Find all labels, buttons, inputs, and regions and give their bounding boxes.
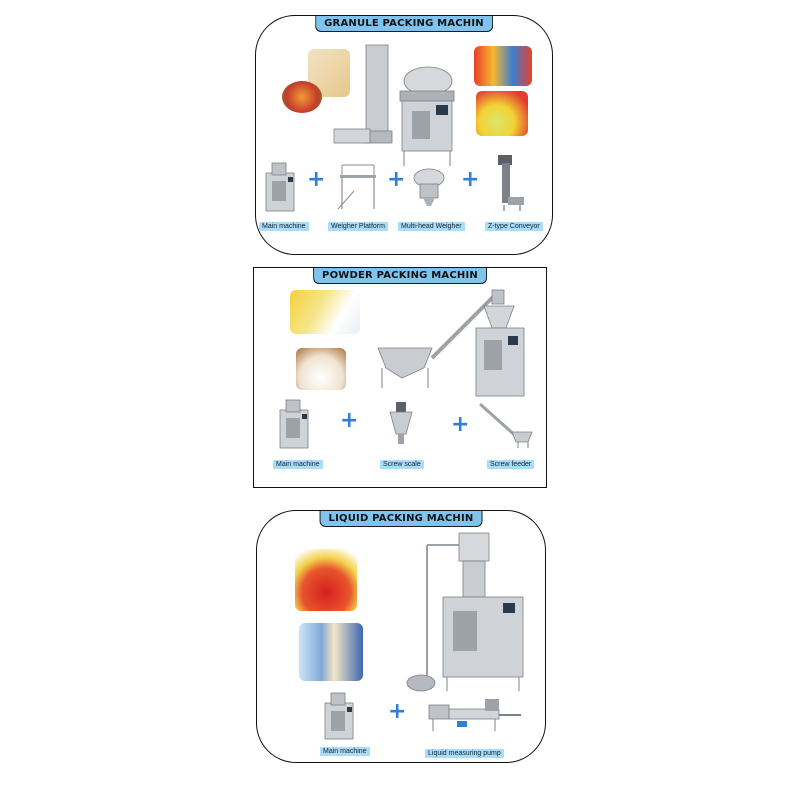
sauce-bags-product-image — [299, 623, 363, 681]
powder-main-machine-label: Main machine — [273, 460, 323, 469]
candy-bags-product-image — [474, 46, 532, 86]
flour-bags-product-image — [290, 290, 360, 334]
plus-icon: + — [451, 412, 470, 437]
granule-main-machine-label: Main machine — [259, 222, 309, 231]
liquid-main-machine-image — [324, 692, 354, 740]
plus-icon: + — [387, 167, 406, 192]
powder-packing-panel: POWDER PACKING MACHIN + + Main machine S… — [253, 267, 547, 488]
powder-panel-title: POWDER PACKING MACHIN — [313, 268, 487, 284]
plus-icon: + — [461, 167, 480, 192]
liquid-main-machine-label: Main machine — [320, 747, 370, 756]
liquid-measuring-pump-image — [428, 699, 521, 731]
plus-icon: + — [388, 699, 407, 724]
liquid-packing-panel: LIQUID PACKING MACHIN + Main machine Liq… — [256, 510, 546, 763]
granule-packing-machine-image — [333, 44, 455, 166]
weigher-platform-image — [337, 164, 376, 210]
powder-main-machine-image — [279, 399, 309, 449]
weigher-platform-label: Weigher Platform — [328, 222, 388, 231]
liquid-packing-machine-image — [406, 532, 524, 692]
ketchup-product-image — [295, 549, 357, 611]
screw-scale-image — [389, 402, 413, 444]
z-type-conveyor-label: Z-type Conveyor — [485, 222, 543, 231]
granule-panel-title: GRANULE PACKING MACHIN — [315, 16, 493, 32]
screw-feeder-label: Screw feeder — [487, 460, 535, 469]
plus-icon: + — [340, 408, 359, 433]
granule-main-machine-image — [265, 162, 295, 212]
screw-feeder-image — [478, 402, 533, 448]
multi-head-weigher-image — [413, 168, 445, 206]
screw-scale-label: Screw scale — [380, 460, 424, 469]
powder-packing-machine-image — [377, 289, 525, 397]
multi-head-weigher-label: Multi-head Weigher — [398, 222, 465, 231]
plus-icon: + — [307, 167, 326, 192]
chips-product-image — [476, 91, 528, 136]
liquid-panel-title: LIQUID PACKING MACHIN — [319, 511, 483, 527]
granule-packing-panel: GRANULE PACKING MACHIN + + — [255, 15, 553, 255]
liquid-measuring-pump-label: Liquid measuring pump — [425, 749, 504, 758]
mixed-snacks-product-image — [282, 81, 322, 113]
z-type-conveyor-image — [498, 155, 524, 211]
milk-powder-product-image — [296, 348, 346, 390]
